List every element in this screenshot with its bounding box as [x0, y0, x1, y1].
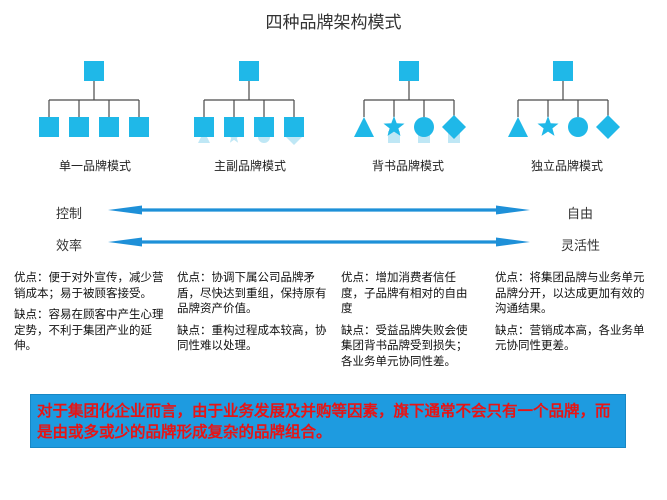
axis-left-efficiency: 效率 — [56, 239, 83, 254]
conclusion-banner: 对于集团化企业而言，由于业务发展及并购等因素，旗下通常不会只有一个品牌，而是由或… — [30, 394, 626, 448]
pros-text: 优点：增加消费者信任度，子品牌有相对的自由度 — [341, 270, 468, 315]
description-single: 优点：便于对外宣传，减少营销成本；易于被顾客接受。 缺点：容易在顾客中产生心理定… — [14, 270, 164, 360]
description-master-sub: 优点：协调下属公司品牌矛盾，尽快达到重组，保持原有品牌资产价值。 缺点：重构过程… — [177, 270, 327, 360]
square-node — [99, 117, 119, 137]
cons-text: 缺点：重构过程成本较高，协同性难以处理。 — [177, 322, 327, 353]
axis-right-freedom: 自由 — [567, 207, 594, 222]
conclusion-text: 对于集团化企业而言，由于业务发展及并购等因素，旗下通常不会只有一个品牌，而是由或… — [37, 402, 611, 441]
double-arrow-efficiency-flexibility — [108, 237, 530, 247]
model-label-endorsed: 背书品牌模式 — [371, 159, 444, 173]
axis-right-flexibility: 灵活性 — [561, 239, 601, 254]
double-arrow-control-freedom — [108, 205, 530, 215]
model-label-master-sub: 主副品牌模式 — [213, 159, 286, 173]
star-node — [537, 116, 559, 136]
square-node — [388, 131, 400, 143]
circle-node — [568, 117, 588, 137]
square-node — [129, 117, 149, 137]
square-node — [553, 61, 573, 81]
square-node — [69, 117, 89, 137]
pros-text: 优点：协调下属公司品牌矛盾，尽快达到重组，保持原有品牌资产价值。 — [177, 270, 327, 315]
pros-text: 优点：将集团品牌与业务单元品牌分开，以达成更加有效的沟通结果。 — [495, 270, 645, 315]
square-node — [284, 117, 304, 137]
square-node — [239, 61, 259, 81]
square-node — [84, 61, 104, 81]
triangle-node — [354, 117, 374, 137]
square-node — [254, 117, 274, 137]
circle-node — [414, 117, 434, 137]
square-node — [39, 117, 59, 137]
cons-text: 缺点：受益品牌失败会使集团背书品牌受到损失；各业务单元协同性差。 — [341, 322, 468, 368]
brand-architecture-diagram — [39, 61, 620, 247]
cons-text: 缺点：容易在顾客中产生心理定势，不利于集团产业的延伸。 — [14, 307, 164, 352]
diamond-node — [596, 115, 620, 139]
square-node — [224, 117, 244, 137]
cons-text: 缺点：营销成本高，各业务单元协同性更差。 — [495, 322, 645, 353]
square-node — [399, 61, 419, 81]
description-independent: 优点：将集团品牌与业务单元品牌分开，以达成更加有效的沟通结果。 缺点：营销成本高… — [495, 270, 645, 360]
triangle-node — [508, 117, 528, 137]
description-endorsed: 优点：增加消费者信任度，子品牌有相对的自由度 缺点：受益品牌失败会使集团背书品牌… — [341, 270, 477, 375]
diamond-node — [442, 115, 466, 139]
pros-text: 优点：便于对外宣传，减少营销成本；易于被顾客接受。 — [14, 270, 164, 300]
square-node — [194, 117, 214, 137]
page-title: 四种品牌架构模式 — [265, 13, 402, 33]
star-node — [383, 116, 405, 136]
model-label-single: 单一品牌模式 — [58, 159, 131, 173]
axis-left-control: 控制 — [56, 207, 83, 222]
model-label-independent: 独立品牌模式 — [530, 159, 603, 173]
